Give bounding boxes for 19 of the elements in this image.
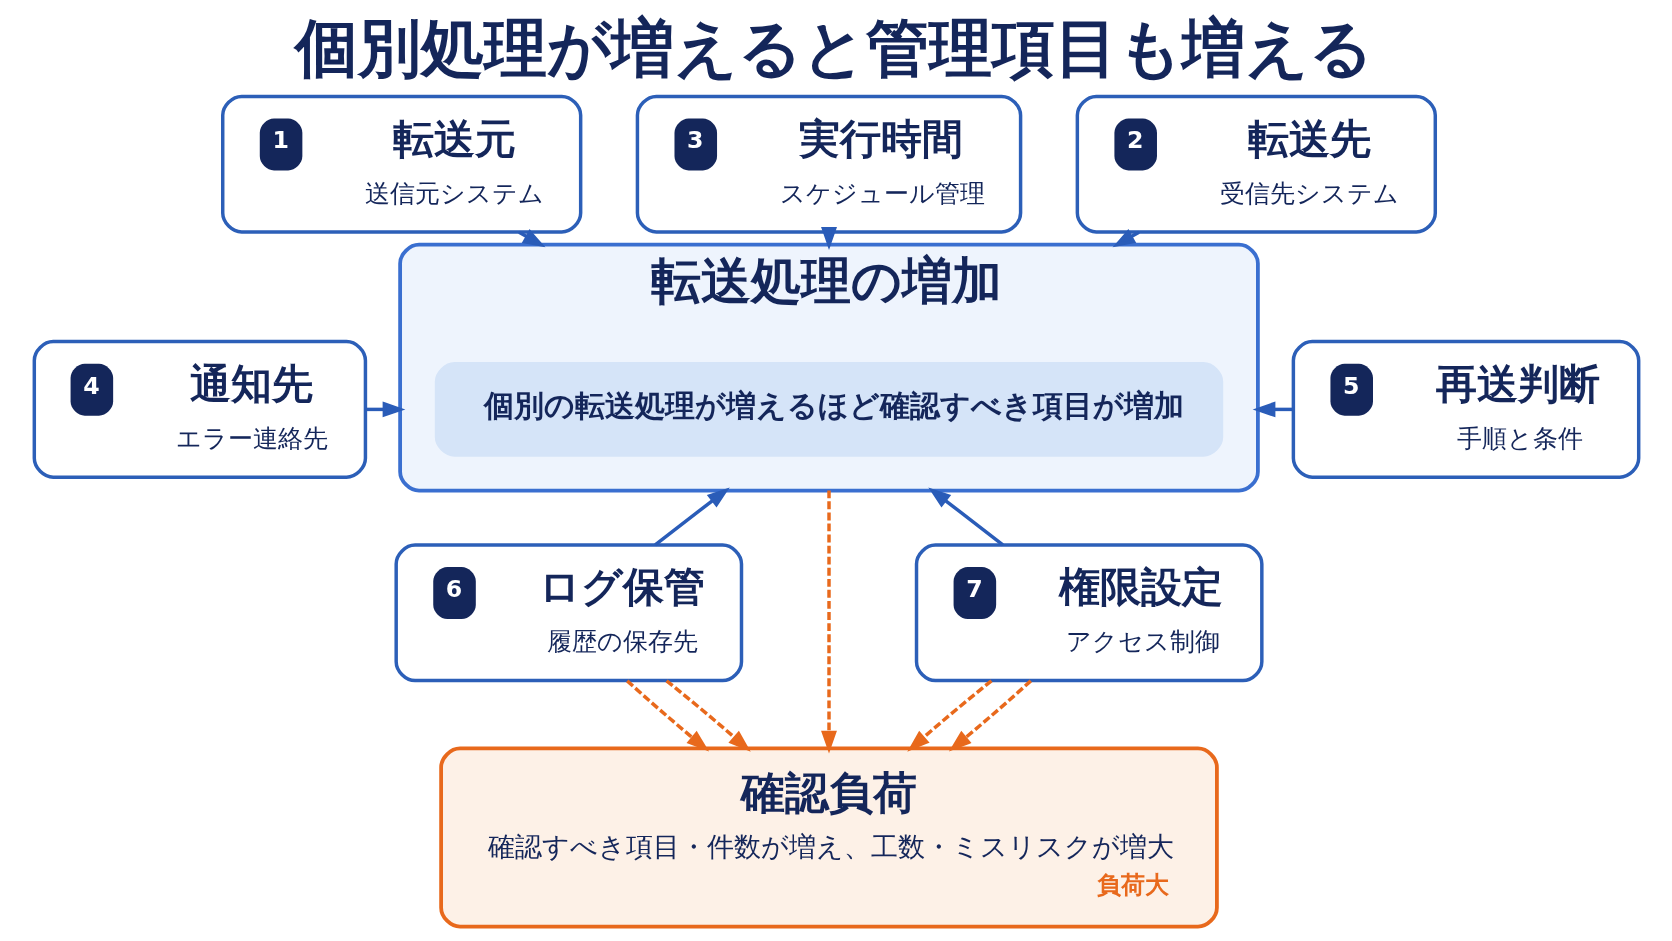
node-box: 確認負荷 確認すべき項目・件数が増え、工数・ミスリスクが増大 負荷大	[438, 746, 1219, 929]
arrow	[927, 487, 1004, 547]
node-box: 7 権限設定 アクセス制御	[914, 543, 1264, 683]
arrow	[906, 679, 992, 752]
node-box: 5 再送判断 手順と条件	[1291, 339, 1640, 479]
node-box: 6 ログ保管 履歴の保存先	[393, 543, 743, 683]
arrow	[625, 679, 709, 752]
arrow	[365, 401, 405, 418]
arrow	[653, 487, 730, 547]
arrow	[948, 679, 1032, 752]
arrow	[820, 490, 837, 754]
diagram-title: 個別処理が増えると管理項目も増える	[294, 10, 1373, 85]
arrow	[1252, 401, 1293, 418]
arrow	[665, 679, 751, 752]
arrow	[820, 227, 837, 250]
node-box: 個別の転送処理が増えるほど確認すべき項目が増加	[434, 362, 1223, 457]
node-box: 2 転送先 受信先システム	[1075, 94, 1437, 234]
node-box: 1 転送元 送信元システム	[220, 94, 582, 234]
node-box: 4 通知先 エラー連絡先	[32, 339, 367, 479]
